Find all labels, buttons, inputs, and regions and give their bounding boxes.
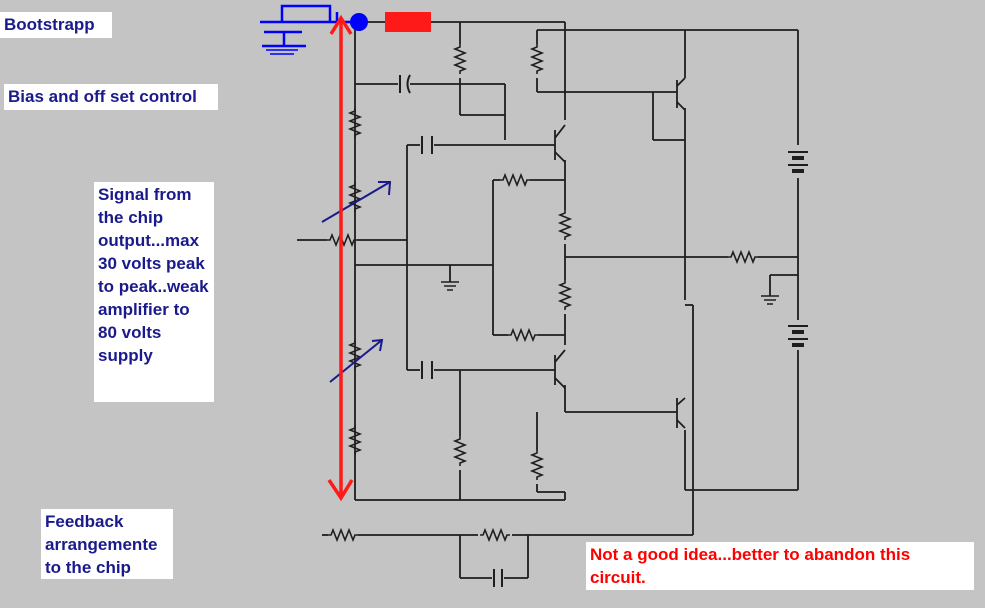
bias-label: Bias and off set control [4,84,218,110]
red-signal-arrow [327,14,354,502]
warning-note: Not a good idea...better to abandon this… [586,542,974,590]
transistors [554,77,686,429]
batteries [788,151,808,347]
bootstrap-red-block [385,12,431,32]
signal-label: Signal from the chip output...max 30 vol… [94,182,214,402]
wires [297,21,799,579]
bootstrap-node [350,13,368,31]
bootstrap-label: Bootstrapp [0,12,112,38]
feedback-label: Feedback arrangemente to the chip [41,509,173,579]
capacitors [399,74,503,587]
preset-arrows [321,181,392,383]
ground-symbols [441,281,779,305]
